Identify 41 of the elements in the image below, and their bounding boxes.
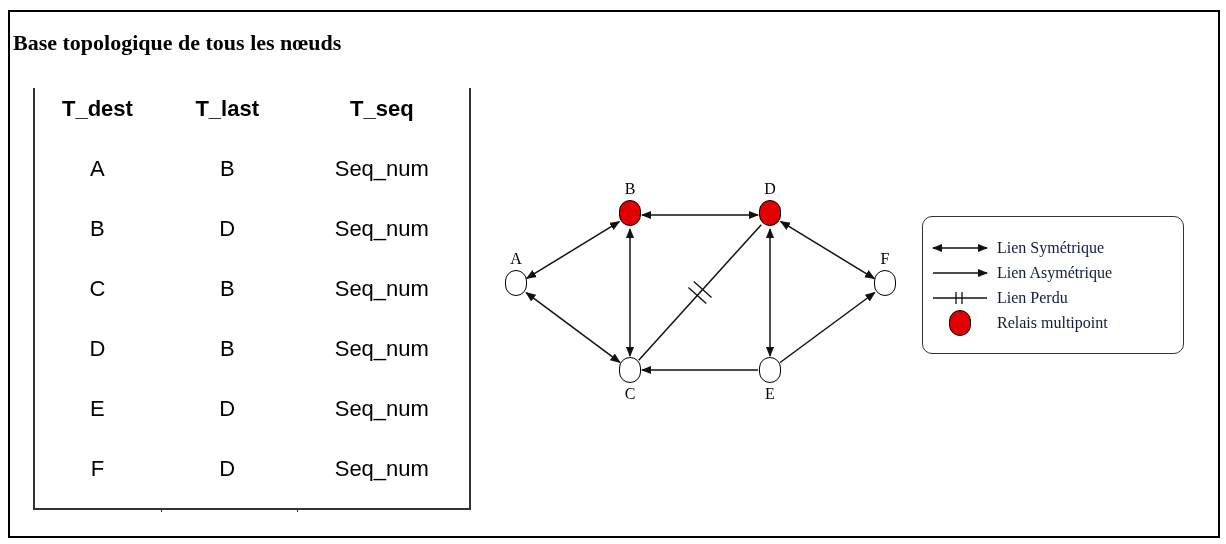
link-arrow xyxy=(640,210,760,220)
table-cell-text: Seq_num xyxy=(334,395,429,423)
table-cell-text: B xyxy=(219,155,235,183)
table-cell-text: Seq_num xyxy=(334,275,429,303)
table-cell-text: D xyxy=(219,395,236,423)
link-arrow xyxy=(640,365,759,375)
node-label: E xyxy=(765,384,775,404)
link-arrow xyxy=(525,291,621,364)
link-arrow xyxy=(765,227,775,358)
legend-text: Lien Symétrique xyxy=(997,237,1105,259)
column-header: T_last xyxy=(195,95,259,123)
table-cell-text: D xyxy=(89,335,106,363)
link-arrow xyxy=(525,220,621,280)
table-cell-text: D xyxy=(219,215,236,243)
table-cell-text: E xyxy=(90,395,105,423)
column-header: T_dest xyxy=(61,95,133,123)
legend-text: Lien Asymétrique xyxy=(997,262,1113,284)
link-arrow xyxy=(779,291,876,364)
node-label: F xyxy=(880,249,890,269)
link-arrow xyxy=(779,220,876,280)
link-arrow xyxy=(625,227,635,358)
node-label: D xyxy=(764,179,776,199)
legend-text: Lien Perdu xyxy=(997,287,1068,308)
table-cell-text: B xyxy=(219,335,235,363)
table-cell-text: Seq_num xyxy=(334,335,429,363)
table-cell-text: F xyxy=(90,455,105,483)
legend-text: Relais multipoint xyxy=(997,312,1108,334)
table-cell-text: Seq_num xyxy=(334,455,429,483)
table-cell-text: B xyxy=(90,215,105,243)
lost-link-line xyxy=(637,223,763,362)
table-cell-text: D xyxy=(219,455,236,483)
table-cell-text: Seq_num xyxy=(334,215,429,243)
node-label: C xyxy=(624,384,636,404)
table-cell-text: Seq_num xyxy=(334,155,429,183)
table-cell-text: C xyxy=(89,275,106,303)
node-label: A xyxy=(510,249,522,269)
table-cell-text: A xyxy=(90,155,105,183)
column-header: T_seq xyxy=(350,95,414,123)
title: Base topologique de tous les nœuds xyxy=(13,29,342,57)
node-label: B xyxy=(624,179,636,199)
table-cell-text: B xyxy=(219,275,235,303)
